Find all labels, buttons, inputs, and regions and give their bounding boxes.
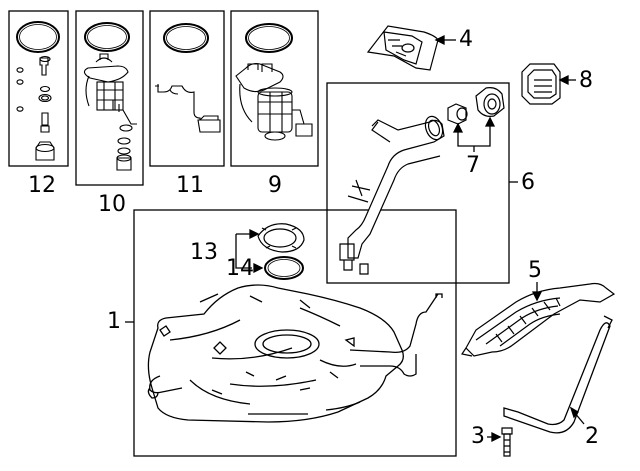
callout-2: 2 <box>585 424 599 449</box>
part-3-bolt <box>501 427 513 457</box>
part-6-filler-neck <box>339 115 445 275</box>
leader-3 <box>487 431 502 443</box>
box-11 <box>149 10 225 167</box>
box-1 <box>133 209 457 457</box>
callout-7: 7 <box>466 153 480 178</box>
callout-9: 9 <box>268 173 282 198</box>
callout-3: 3 <box>471 424 485 449</box>
callout-8: 8 <box>579 68 593 93</box>
part-8-illustration <box>521 63 561 105</box>
leader-8 <box>558 74 576 86</box>
callout-10: 10 <box>98 192 126 217</box>
callout-4: 4 <box>459 27 473 52</box>
part-12-illustration <box>16 21 60 161</box>
part-9-illustration <box>235 23 313 141</box>
part-11-illustration <box>155 23 221 133</box>
part-14-illustration <box>264 256 304 280</box>
leader-7 <box>452 116 496 152</box>
box-6 <box>326 82 510 284</box>
part-4-illustration <box>366 25 439 71</box>
box-9 <box>230 10 319 167</box>
callout-13: 13 <box>190 240 218 265</box>
callout-12: 12 <box>28 173 56 198</box>
box-10 <box>75 10 144 186</box>
leader-4 <box>434 34 456 46</box>
part-7-illustration <box>447 87 505 125</box>
part-1-fuel-tank <box>147 284 443 423</box>
leader-13-14 <box>235 228 264 274</box>
part-13-illustration <box>257 223 305 253</box>
leader-5 <box>531 282 543 302</box>
callout-11: 11 <box>176 173 204 198</box>
callout-5: 5 <box>528 258 542 283</box>
leader-2 <box>569 406 585 425</box>
callout-14: 14 <box>226 256 254 281</box>
part-10-illustration <box>83 22 137 171</box>
box-12 <box>8 10 69 167</box>
callout-1: 1 <box>107 309 121 334</box>
callout-6: 6 <box>521 170 535 195</box>
part-2-strap <box>503 315 613 434</box>
